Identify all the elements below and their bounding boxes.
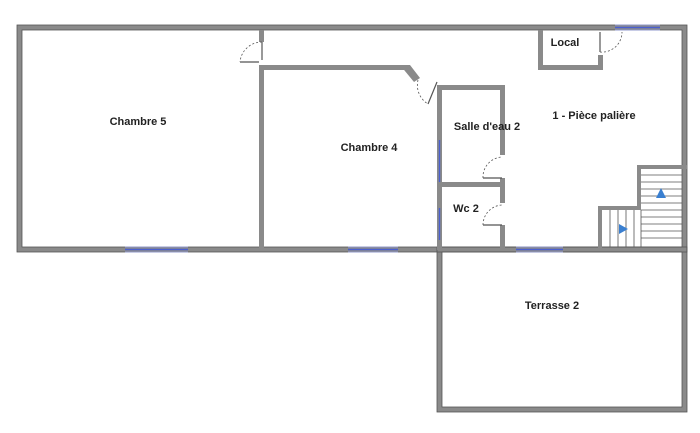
room-label-local: Local [551, 37, 580, 49]
inner-walls [259, 30, 687, 250]
room-label-wc-2: Wc 2 [453, 203, 479, 215]
doors [239, 31, 623, 226]
room-label-chambre-5: Chambre 5 [110, 116, 167, 128]
room-label-piece-paliere: 1 - Pièce palière [552, 110, 635, 122]
room-label-chambre-4: Chambre 4 [341, 142, 399, 154]
outer-wall-lines [16, 24, 688, 413]
stair-right-arrow-icon [619, 224, 628, 234]
room-label-terrasse-2: Terrasse 2 [525, 300, 579, 312]
windows [125, 24, 660, 253]
room-label-salle-d-eau-2: Salle d'eau 2 [454, 121, 520, 133]
room-labels: Chambre 5 Chambre 4 Salle d'eau 2 1 - Pi… [110, 37, 636, 312]
staircase [609, 174, 682, 247]
stair-up-arrow-icon [656, 188, 666, 198]
outer-walls [17, 25, 687, 412]
